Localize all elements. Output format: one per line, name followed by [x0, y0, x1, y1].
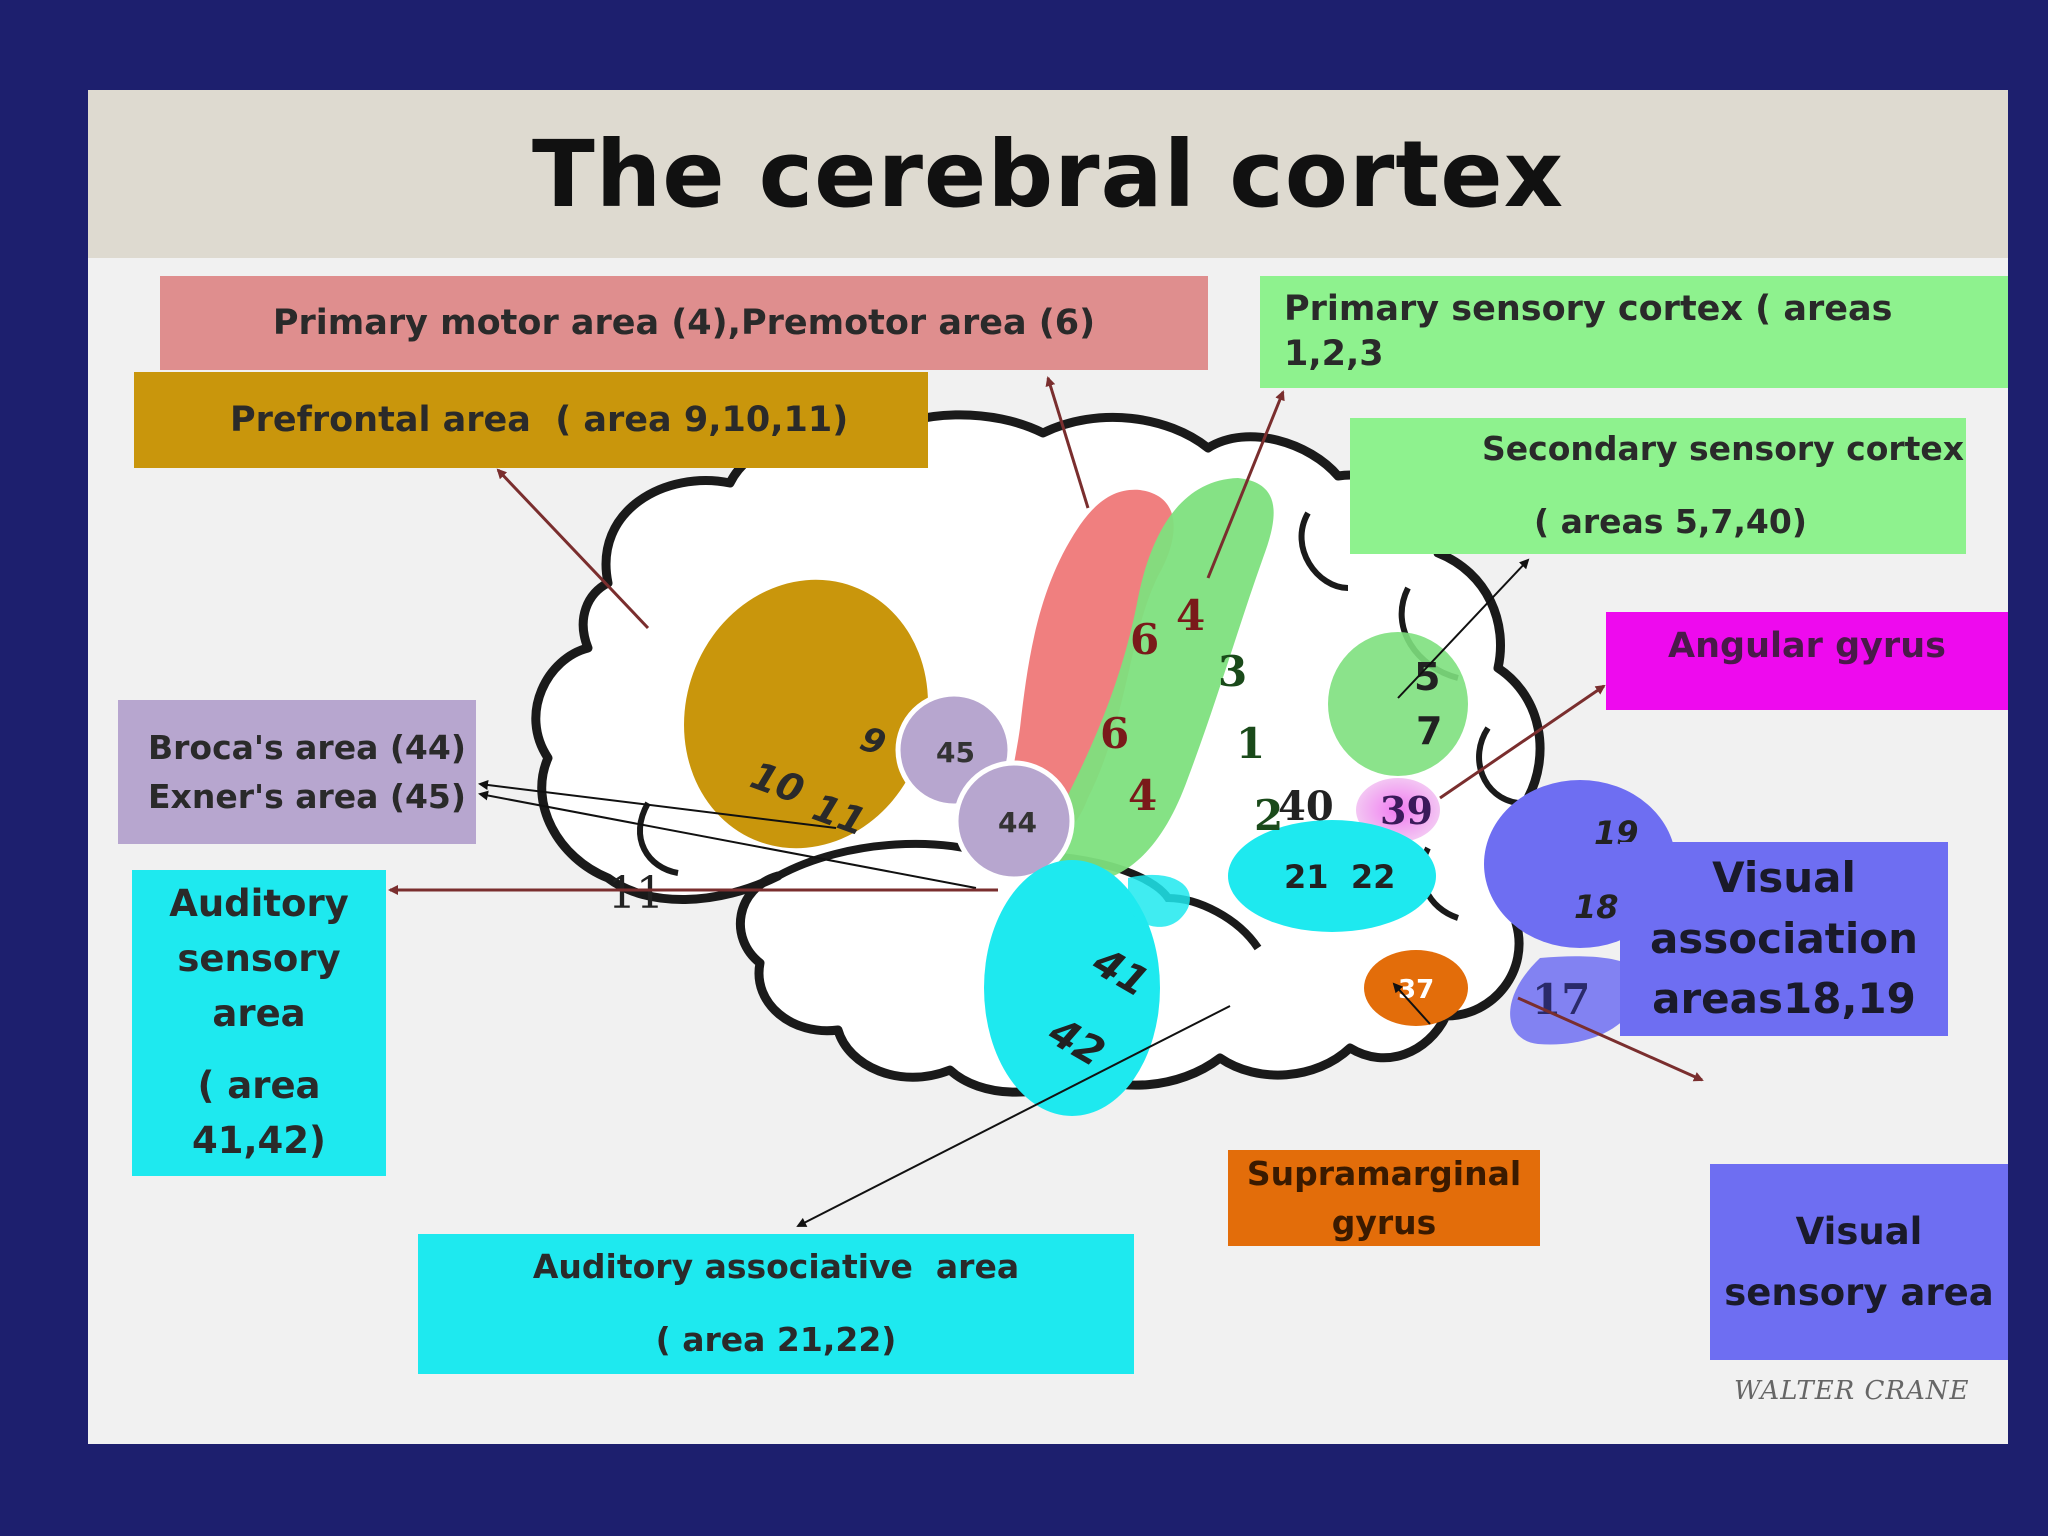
num-4a: 4 [1176, 591, 1205, 640]
num-6b: 6 [1100, 709, 1129, 758]
num-18: 18 [1574, 888, 1619, 926]
num-40: 40 [1278, 783, 1334, 830]
visual-association-label: Visual association areas18,19 [1620, 842, 1948, 1036]
num-21-22: 21 22 [1284, 858, 1395, 896]
title-bar: The cerebral cortex [88, 90, 2008, 258]
num-4b: 4 [1128, 771, 1157, 820]
auditory-sensory-label: Auditory sensory area ( area 41,42) [132, 870, 386, 1176]
num-45: 45 [936, 736, 975, 769]
broca-exner-label: Broca's area (44) Exner's area (45) [118, 700, 476, 844]
num-7: 7 [1416, 709, 1442, 753]
area-21-22-region [1228, 820, 1436, 932]
signature: WALTER CRANE [1734, 1376, 1970, 1406]
supramarginal-label: Supramarginal gyrus [1228, 1150, 1540, 1246]
visual-sensory-label: Visual sensory area [1710, 1164, 2008, 1360]
visual-17-region [1510, 956, 1644, 1045]
area-44-region [953, 760, 1075, 882]
primary-sensory-label: Primary sensory cortex ( areas 1,2,3 [1260, 276, 2008, 388]
secondary-sensory-label: Secondary sensory cortex ( areas 5,7,40) [1350, 418, 1966, 554]
auditory-41-42-region [984, 860, 1160, 1116]
num-2: 2 [1254, 791, 1283, 840]
area-37-region [1364, 950, 1468, 1026]
slide: The cerebral cortex [88, 90, 2008, 1444]
num-1: 1 [1236, 719, 1265, 768]
num-11: 11 [608, 868, 664, 919]
num-6a: 6 [1130, 615, 1159, 664]
page-title: The cerebral cortex [531, 120, 1565, 228]
prefrontal-label: Prefrontal area ( area 9,10,11) [134, 372, 928, 468]
auditory-associative-label: Auditory associative area ( area 21,22) [418, 1234, 1134, 1374]
num-3: 3 [1218, 647, 1247, 696]
angular-gyrus-label: Angular gyrus [1606, 612, 2008, 710]
sensory-strip [1046, 478, 1274, 884]
num-37: 37 [1398, 975, 1434, 1005]
primary-motor-label: Primary motor area (4),Premotor area (6) [160, 276, 1208, 370]
num-39: 39 [1380, 788, 1433, 833]
prefrontal-region [684, 579, 928, 849]
motor-strip [1009, 489, 1174, 841]
area-5-7-region [1328, 632, 1468, 776]
num-44: 44 [998, 806, 1037, 839]
